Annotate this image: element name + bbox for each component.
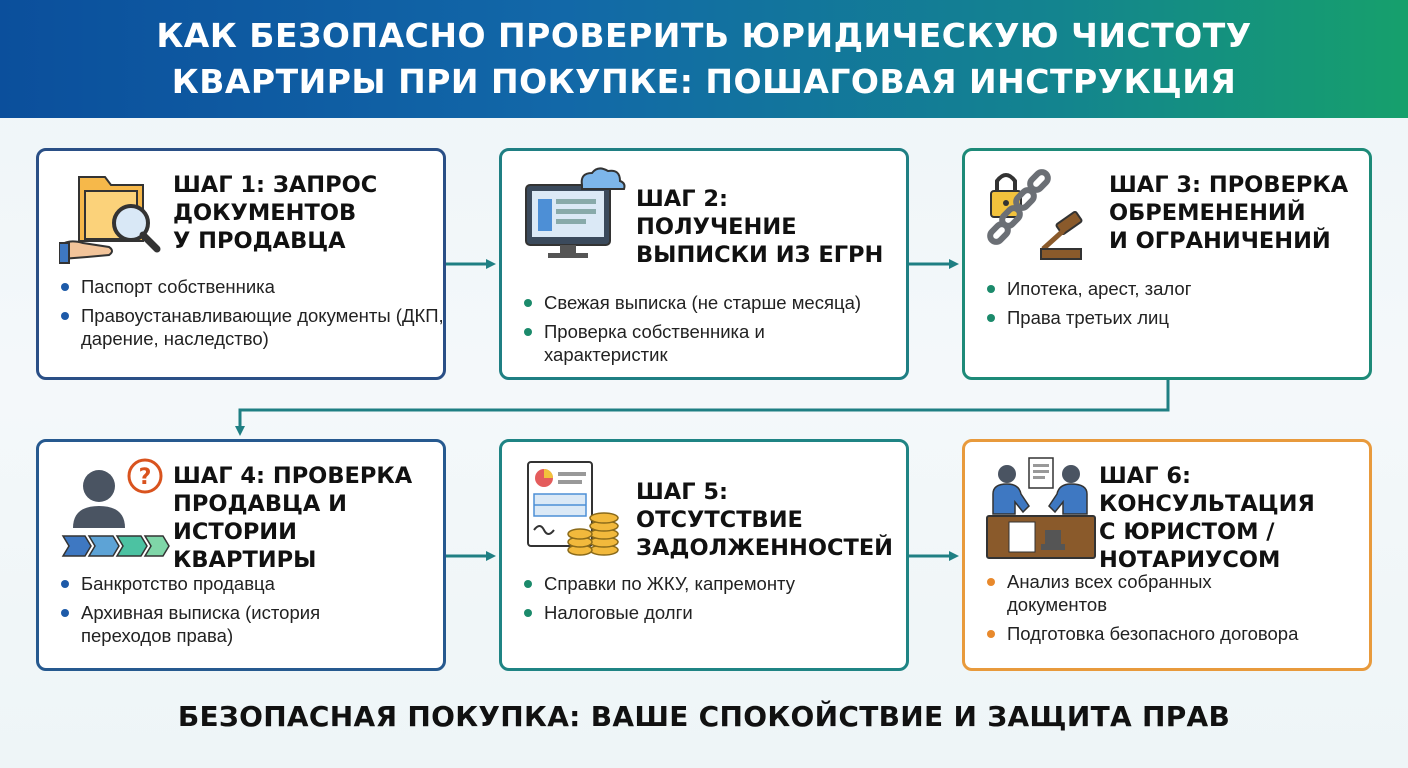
header-title-line-1: КАК БЕЗОПАСНО ПРОВЕРИТЬ ЮРИДИЧЕСКУЮ ЧИСТ… [156,16,1252,55]
step-4-card: ? ШАГ 4: ПРОВЕРКА ПРОДАВЦА И ИСТОРИИ КВА… [36,439,446,671]
step-5-item: Налоговые долги [522,601,902,624]
step-2-item: Проверка собственника и характеристик [522,320,792,366]
step-5-title: ШАГ 5: ОТСУТСТВИЕ ЗАДОЛЖЕННОСТЕЙ [636,478,896,562]
step-1-title-line-1: ШАГ 1: ЗАПРОС [173,172,378,198]
step-1-card: ШАГ 1: ЗАПРОС ДОКУМЕНТОВ У ПРОДАВЦА Пасп… [36,148,446,380]
svg-text:?: ? [139,465,152,490]
step-1-list: Паспорт собственника Правоустанавливающи… [59,275,444,356]
step-6-list: Анализ всех собранных документов Подгото… [985,570,1365,651]
step-6-title-line-2: С ЮРИСТОМ / [1099,519,1275,545]
person-question-icon: ? [61,458,170,557]
step-2-list: Свежая выписка (не старше месяца) Провер… [522,291,902,372]
step-3-item: Ипотека, арест, залог [985,277,1365,300]
step-5-title-line-2: ЗАДОЛЖЕННОСТЕЙ [636,535,894,561]
step-2-card: ШАГ 2: ПОЛУЧЕНИЕ ВЫПИСКИ ИЗ ЕГРН Свежая … [499,148,909,380]
step-4-list: Банкротство продавца Архивная выписка (и… [59,572,439,653]
header-title-line-2: КВАРТИРЫ ПРИ ПОКУПКЕ: ПОШАГОВАЯ ИНСТРУКЦ… [171,62,1237,101]
step-4-title-line-2: ПРОДАВЦА И [173,491,348,517]
step-2-title-line-1: ШАГ 2: ПОЛУЧЕНИЕ [636,186,797,240]
step-6-title-line-1: ШАГ 6: КОНСУЛЬТАЦИЯ [1099,463,1315,517]
step-3-title-line-1: ШАГ 3: ПРОВЕРКА [1109,172,1349,198]
step-1-title-line-2: ДОКУМЕНТОВ [173,200,357,226]
step-1-item: Паспорт собственника [59,275,439,298]
step-4-item: Банкротство продавца [59,572,439,595]
step-3-item: Права третьих лиц [985,306,1365,329]
footer-slogan: БЕЗОПАСНАЯ ПОКУПКА: ВАШЕ СПОКОЙСТВИЕ И З… [177,700,1231,733]
step-5-list: Справки по ЖКУ, капремонту Налоговые дол… [522,572,902,630]
monitor-cloud-icon [525,167,626,258]
step-4-title-line-1: ШАГ 4: ПРОВЕРКА [173,463,413,489]
step-3-title-line-3: И ОГРАНИЧЕНИЙ [1109,228,1331,254]
step-6-item: Подготовка безопасного договора [985,622,1365,645]
step-4-title-line-3: ИСТОРИИ КВАРТИРЫ [173,519,317,573]
step-5-title-line-1: ШАГ 5: ОТСУТСТВИЕ [636,479,803,533]
step-2-title: ШАГ 2: ПОЛУЧЕНИЕ ВЫПИСКИ ИЗ ЕГРН [636,185,896,269]
header-banner: КАК БЕЗОПАСНО ПРОВЕРИТЬ ЮРИДИЧЕСКУЮ ЧИСТ… [0,0,1408,118]
step-1-item: Правоустанавливающие документы (ДКП, дар… [59,304,449,350]
step-4-title: ШАГ 4: ПРОВЕРКА ПРОДАВЦА И ИСТОРИИ КВАРТ… [173,462,433,574]
handshake-desk-icon [986,457,1096,559]
step-5-card: ШАГ 5: ОТСУТСТВИЕ ЗАДОЛЖЕННОСТЕЙ Справки… [499,439,909,671]
step-6-card: ШАГ 6: КОНСУЛЬТАЦИЯ С ЮРИСТОМ / НОТАРИУС… [962,439,1372,671]
step-2-item: Свежая выписка (не старше месяца) [522,291,902,314]
folder-magnifier-icon [59,176,161,264]
step-3-title: ШАГ 3: ПРОВЕРКА ОБРЕМЕНЕНИЙ И ОГРАНИЧЕНИ… [1109,171,1369,255]
step-6-title-line-3: НОТАРИУСОМ [1099,547,1281,573]
step-2-title-line-2: ВЫПИСКИ ИЗ ЕГРН [636,242,884,268]
step-6-title: ШАГ 6: КОНСУЛЬТАЦИЯ С ЮРИСТОМ / НОТАРИУС… [1099,462,1371,574]
lock-chain-gavel-icon [987,169,1083,260]
step-5-item: Справки по ЖКУ, капремонту [522,572,902,595]
step-6-item: Анализ всех собранных документов [985,570,1285,616]
step-1-title: ШАГ 1: ЗАПРОС ДОКУМЕНТОВ У ПРОДАВЦА [173,171,433,255]
step-3-card: ШАГ 3: ПРОВЕРКА ОБРЕМЕНЕНИЙ И ОГРАНИЧЕНИ… [962,148,1372,380]
arrow-step3-to-step4 [235,380,1170,436]
step-3-list: Ипотека, арест, залог Права третьих лиц [985,277,1365,335]
document-coins-icon [527,461,619,556]
step-1-title-line-3: У ПРОДАВЦА [173,228,346,254]
step-3-title-line-2: ОБРЕМЕНЕНИЙ [1109,200,1306,226]
step-4-item: Архивная выписка (история переходов прав… [59,601,379,647]
